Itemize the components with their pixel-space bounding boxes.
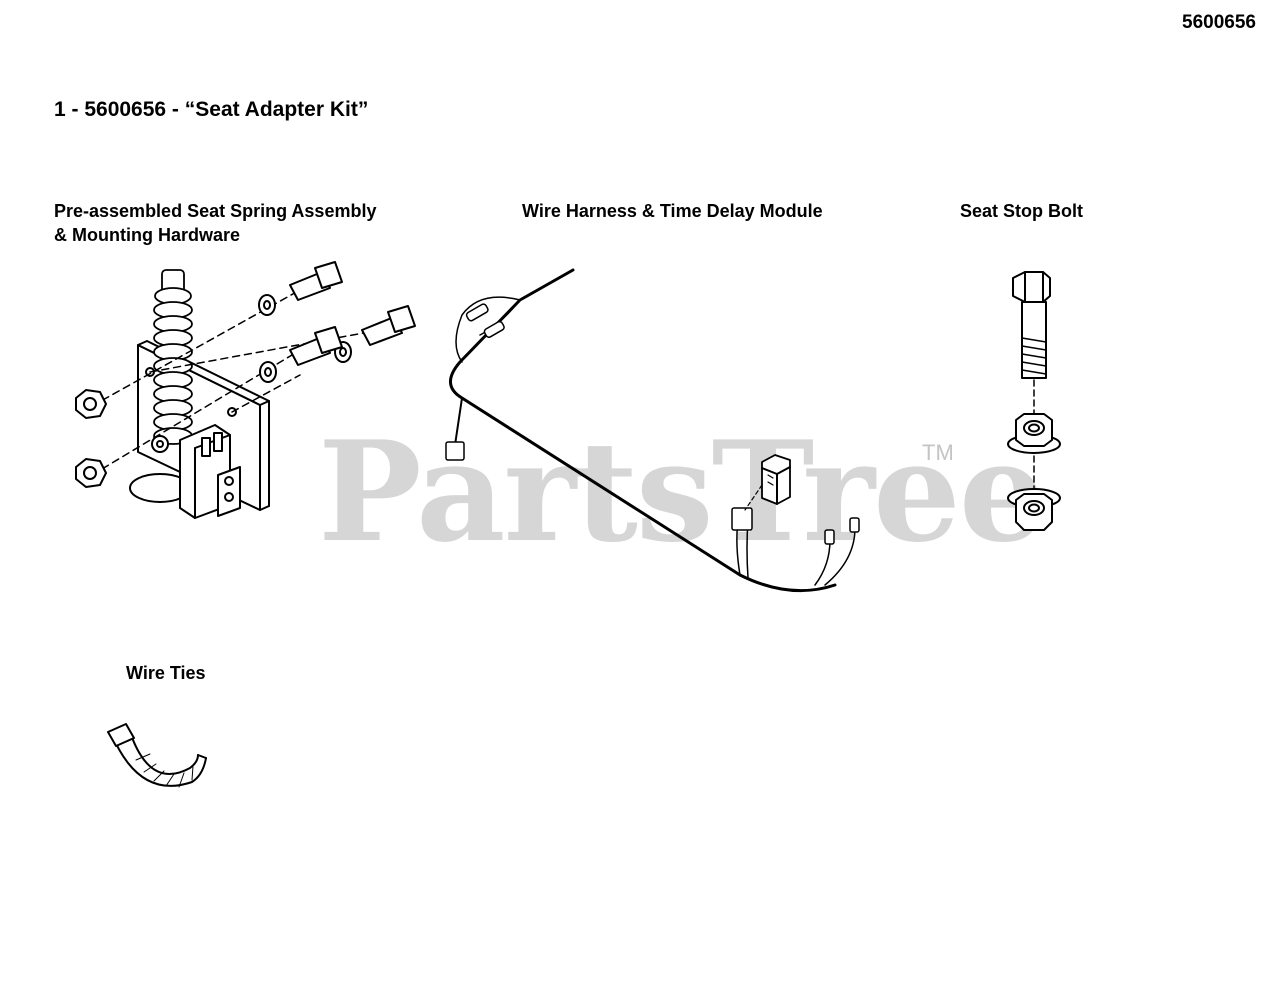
wire-harness-drawing xyxy=(445,268,860,593)
diagram-number: 5600656 xyxy=(1182,12,1256,33)
mounting-bolt xyxy=(361,305,416,346)
time-delay-module xyxy=(744,454,791,511)
seat-stop-bolt-label: Seat Stop Bolt xyxy=(960,201,1084,221)
lock-nut-lower xyxy=(75,458,107,488)
wire-harness-label: Wire Harness & Time Delay Module xyxy=(522,201,823,221)
washer xyxy=(258,294,352,383)
wire-ties-label: Wire Ties xyxy=(126,663,206,683)
trademark-symbol: TM xyxy=(922,440,954,465)
flange-nut xyxy=(1007,413,1061,454)
seat-stop-bolt-drawing xyxy=(1012,271,1051,491)
kit-title: 1 - 5600656 - “Seat Adapter Kit” xyxy=(54,98,369,121)
spring-assembly-label-line1: Pre-assembled Seat Spring Assembly xyxy=(54,201,377,221)
seat-spring-assembly-drawing xyxy=(129,269,270,519)
mounting-bolt xyxy=(289,261,343,301)
spring-assembly-label-line2: & Mounting Hardware xyxy=(54,225,241,245)
wire-tie-drawing xyxy=(107,723,207,788)
spring-assembly-label: Pre-assembled Seat Spring Assembly & Mou… xyxy=(54,199,376,247)
mounting-bolt xyxy=(289,326,343,366)
flange-nut xyxy=(1007,488,1061,531)
partstree-watermark: PartsTree xyxy=(318,410,1047,573)
lock-nut-upper xyxy=(75,389,107,419)
